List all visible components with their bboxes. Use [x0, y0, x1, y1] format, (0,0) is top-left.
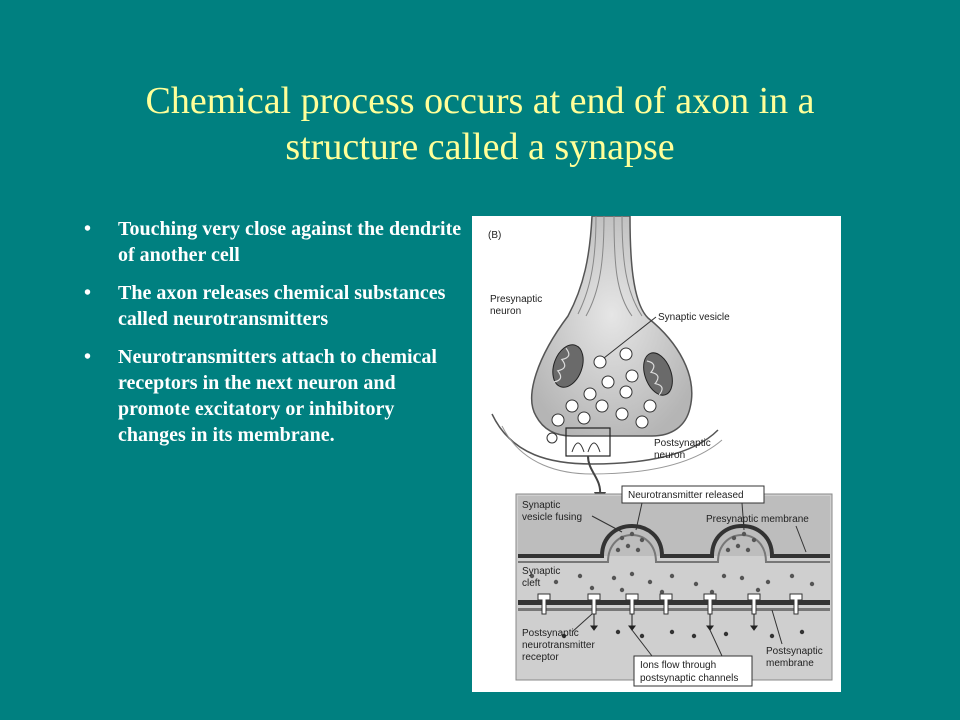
zoom-arrow — [587, 455, 602, 497]
synaptic-cleft-label: cleft — [522, 578, 541, 589]
slide-title: Chemical process occurs at end of axon i… — [60, 78, 900, 170]
synaptic-vesicle-fusing-label: vesicle fusing — [522, 512, 582, 523]
title-line-1: Chemical process occurs at end of axon i… — [145, 80, 815, 122]
presynaptic-membrane-inner — [518, 534, 830, 563]
mitochondrion — [643, 352, 673, 396]
presynaptic-cytoplasm — [518, 496, 830, 556]
bullet-glyph: • — [84, 346, 92, 368]
postsynaptic-membrane — [518, 600, 830, 605]
synapse-figure: (B) — [472, 216, 841, 692]
leader-line — [631, 629, 653, 657]
ions-flow-label: postsynaptic channels — [640, 673, 738, 684]
neurotransmitter-released-box — [621, 485, 765, 504]
ions — [561, 629, 805, 639]
presynaptic-membrane — [518, 524, 830, 558]
bullet-text: The axon releases chemical substances ca… — [118, 282, 446, 330]
leader-line — [771, 609, 783, 645]
bullet-item: • Neurotransmitters attach to chemical r… — [84, 344, 464, 448]
presynaptic-neuron-label: neuron — [490, 306, 521, 317]
leader-line — [603, 316, 657, 359]
postsynaptic-outline — [491, 413, 719, 465]
bullet-glyph: • — [84, 282, 92, 304]
title-line-2: structure called a synapse — [285, 126, 675, 168]
postsynaptic-receptor-label: receptor — [522, 652, 559, 663]
neurotransmitter-molecules — [529, 531, 815, 595]
postsynaptic-membrane-label: membrane — [766, 658, 814, 669]
leader-line — [635, 502, 643, 531]
synaptic-vesicle-fusing-label: Synaptic — [522, 500, 560, 511]
leader-line — [795, 525, 807, 553]
postsynaptic-membrane-label: Postsynaptic — [766, 646, 823, 657]
bullet-item: • Touching very close against the dendri… — [84, 216, 464, 268]
presynaptic-terminal — [531, 216, 693, 437]
bullet-text: Neurotransmitters attach to chemical rec… — [118, 346, 437, 446]
synapse-diagram: (B) — [488, 216, 833, 687]
zoom-detail — [571, 442, 601, 453]
postsynaptic-outline-inner — [501, 425, 723, 475]
neurotransmitter-released-label: Neurotransmitter released — [628, 490, 744, 501]
ions-flow-label: Ions flow through — [640, 660, 716, 671]
postsynaptic-membrane-inner — [518, 608, 830, 611]
synaptic-vesicle-label: Synaptic vesicle — [658, 312, 730, 323]
panel-label: (B) — [488, 230, 501, 241]
leader-line — [571, 613, 593, 633]
presynaptic-membrane-label: Presynaptic membrane — [706, 514, 809, 525]
ions-flow-box — [633, 655, 753, 687]
leader-line — [591, 515, 623, 533]
bullet-text: Touching very close against the dendrite… — [118, 218, 462, 266]
synaptic-vesicles — [546, 347, 657, 444]
receptors — [537, 593, 803, 615]
bullet-item: • The axon releases chemical substances … — [84, 280, 464, 332]
bullet-list: • Touching very close against the dendri… — [84, 216, 464, 460]
postsynaptic-neuron-label: neuron — [654, 450, 685, 461]
mitochondrion — [552, 344, 584, 388]
leader-line — [709, 629, 723, 657]
postsynaptic-receptor-label: neurotransmitter — [522, 640, 595, 651]
synaptic-cleft-label: Synaptic — [522, 566, 560, 577]
leader-line — [741, 502, 745, 531]
presynaptic-neuron-label: Presynaptic — [490, 294, 542, 305]
postsynaptic-receptor-label: Postsynaptic — [522, 628, 579, 639]
bullet-glyph: • — [84, 218, 92, 240]
postsynaptic-neuron-label: Postsynaptic — [654, 438, 711, 449]
ion-flow-arrows — [590, 614, 758, 631]
